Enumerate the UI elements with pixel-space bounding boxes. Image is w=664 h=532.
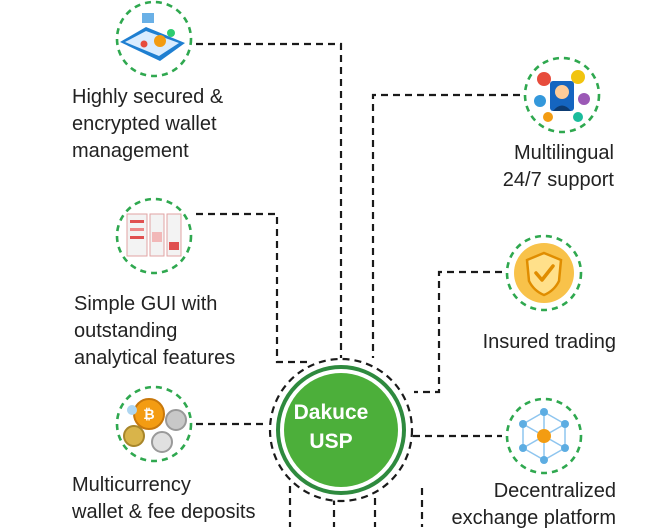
dashboard-ui-icon — [115, 197, 193, 275]
feature-label-simple-gui: Simple GUI with outstanding analytical f… — [74, 293, 236, 369]
connector-secured-wallet — [196, 42, 343, 358]
connector-lines — [196, 42, 520, 527]
svg-text:₿: ₿ — [143, 407, 154, 423]
shield-check-icon — [505, 234, 583, 312]
support-agent-icon — [523, 56, 601, 134]
center-label: Dakuce USP — [276, 398, 386, 456]
feature-label-multicurrency: Multicurrency wallet & fee deposits — [72, 474, 256, 523]
feature-label-multilingual: Multilingual 24/7 support — [502, 142, 614, 191]
feature-label-insured-trading: Insured trading — [482, 331, 616, 353]
connector-simple-gui — [196, 212, 312, 364]
network-hub-icon — [505, 397, 583, 475]
connector-multilingual — [371, 93, 520, 358]
center-label-line2: USP — [309, 430, 353, 453]
coins-icon: ₿ — [115, 385, 193, 463]
tablet-crypto-icon — [115, 0, 193, 78]
center-label-line1: Dakuce — [293, 401, 369, 424]
connector-insured-trading — [414, 270, 502, 394]
center-node — [268, 357, 414, 503]
feature-label-secured-wallet: Highly secured & encrypted wallet manage… — [72, 86, 224, 162]
feature-label-decentralized: Decentralized exchange platform — [451, 480, 616, 529]
